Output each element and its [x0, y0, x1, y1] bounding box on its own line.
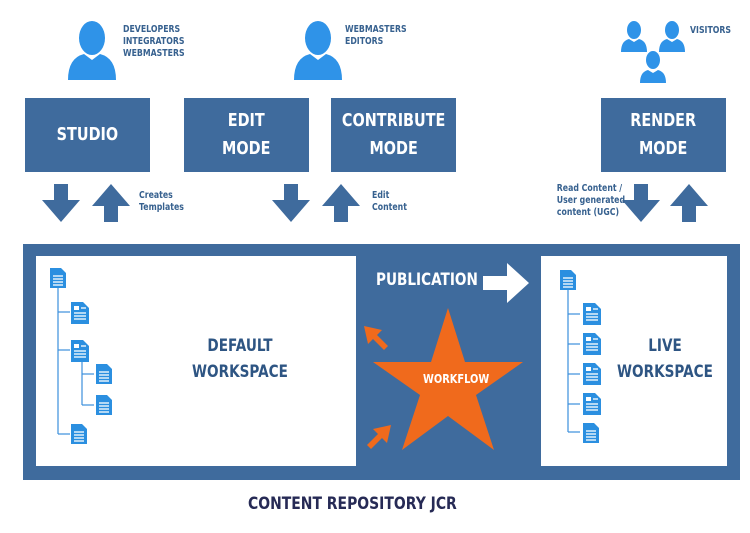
publication-label: PUBLICATION	[376, 270, 478, 290]
content-repository-title: CONTENT REPOSITORY JCR	[248, 494, 457, 514]
ugc-text: content (UGC)	[556, 207, 620, 218]
user-generated-text: User generated	[556, 195, 626, 206]
render-arrow-down-icon	[622, 184, 660, 222]
document-icon	[96, 395, 112, 415]
contribute-mode-box[interactable]: CONTRIBUTE MODE	[331, 98, 456, 172]
edit-mode-label: EDIT MODE	[222, 110, 271, 159]
developers-role-labels: DEVELOPERS INTEGRATORS WEBMASTERS	[123, 24, 185, 60]
role-editors: EDITORS	[345, 36, 384, 47]
studio-box[interactable]: STUDIO	[25, 98, 150, 172]
contribute-mode-label: CONTRIBUTE MODE	[341, 110, 446, 159]
image-document-icon	[583, 333, 601, 355]
read-content-label: Read Content / User generated content (U…	[556, 183, 626, 219]
document-icon	[50, 268, 66, 288]
publication-arrow-right-icon	[483, 263, 529, 303]
image-document-icon	[71, 302, 89, 324]
role-webmasters: WEBMASTERS	[123, 48, 185, 59]
edit-arrow-down-icon	[272, 184, 310, 222]
render-mode-box[interactable]: RENDER MODE	[601, 98, 726, 172]
render-mode-label: RENDER MODE	[630, 110, 697, 159]
role-webmasters: WEBMASTERS	[345, 24, 407, 35]
creates-text: Creates	[139, 190, 173, 201]
content-text: Content	[372, 202, 407, 213]
live-workspace-label: LIVE WORKSPACE	[617, 336, 713, 382]
edit-mode-box[interactable]: EDIT MODE	[184, 98, 309, 172]
image-document-icon	[583, 363, 601, 385]
edit-content-label: Edit Content	[372, 190, 407, 214]
default-workspace-tree	[57, 288, 94, 435]
creates-templates-label: Creates Templates	[139, 190, 184, 214]
studio-label: STUDIO	[56, 124, 119, 145]
studio-arrow-down-icon	[42, 184, 80, 222]
read-content-text: Read Content /	[556, 183, 623, 194]
document-icon	[96, 364, 112, 384]
workflow-arrow-upleft-icon	[364, 326, 388, 350]
edit-arrow-up-icon	[322, 184, 360, 222]
webmasters-person-icon	[294, 21, 342, 80]
templates-text: Templates	[139, 202, 184, 213]
role-visitors: VISITORS	[690, 25, 732, 36]
document-icon	[583, 423, 599, 443]
workflow-arrow-upright-icon	[367, 425, 391, 449]
default-workspace-label: DEFAULT WORKSPACE	[192, 336, 288, 382]
role-integrators: INTEGRATORS	[123, 36, 185, 47]
studio-arrow-up-icon	[92, 184, 130, 222]
workflow-label: WORKFLOW	[423, 372, 490, 386]
image-document-icon	[583, 303, 601, 325]
document-icon	[560, 270, 576, 290]
image-document-icon	[71, 340, 89, 362]
live-workspace-panel[interactable]	[541, 256, 727, 466]
developers-person-icon	[68, 21, 116, 80]
document-icon	[71, 424, 87, 444]
default-workspace-panel[interactable]	[36, 256, 356, 466]
workflow-star-icon	[373, 308, 523, 450]
image-document-icon	[583, 393, 601, 415]
live-workspace-tree	[567, 290, 580, 433]
role-developers: DEVELOPERS	[123, 24, 181, 35]
visitors-group-icon	[621, 21, 685, 83]
webmasters-role-labels: WEBMASTERS EDITORS	[345, 24, 407, 48]
edit-text: Edit	[372, 190, 390, 201]
render-arrow-up-icon	[670, 184, 708, 222]
